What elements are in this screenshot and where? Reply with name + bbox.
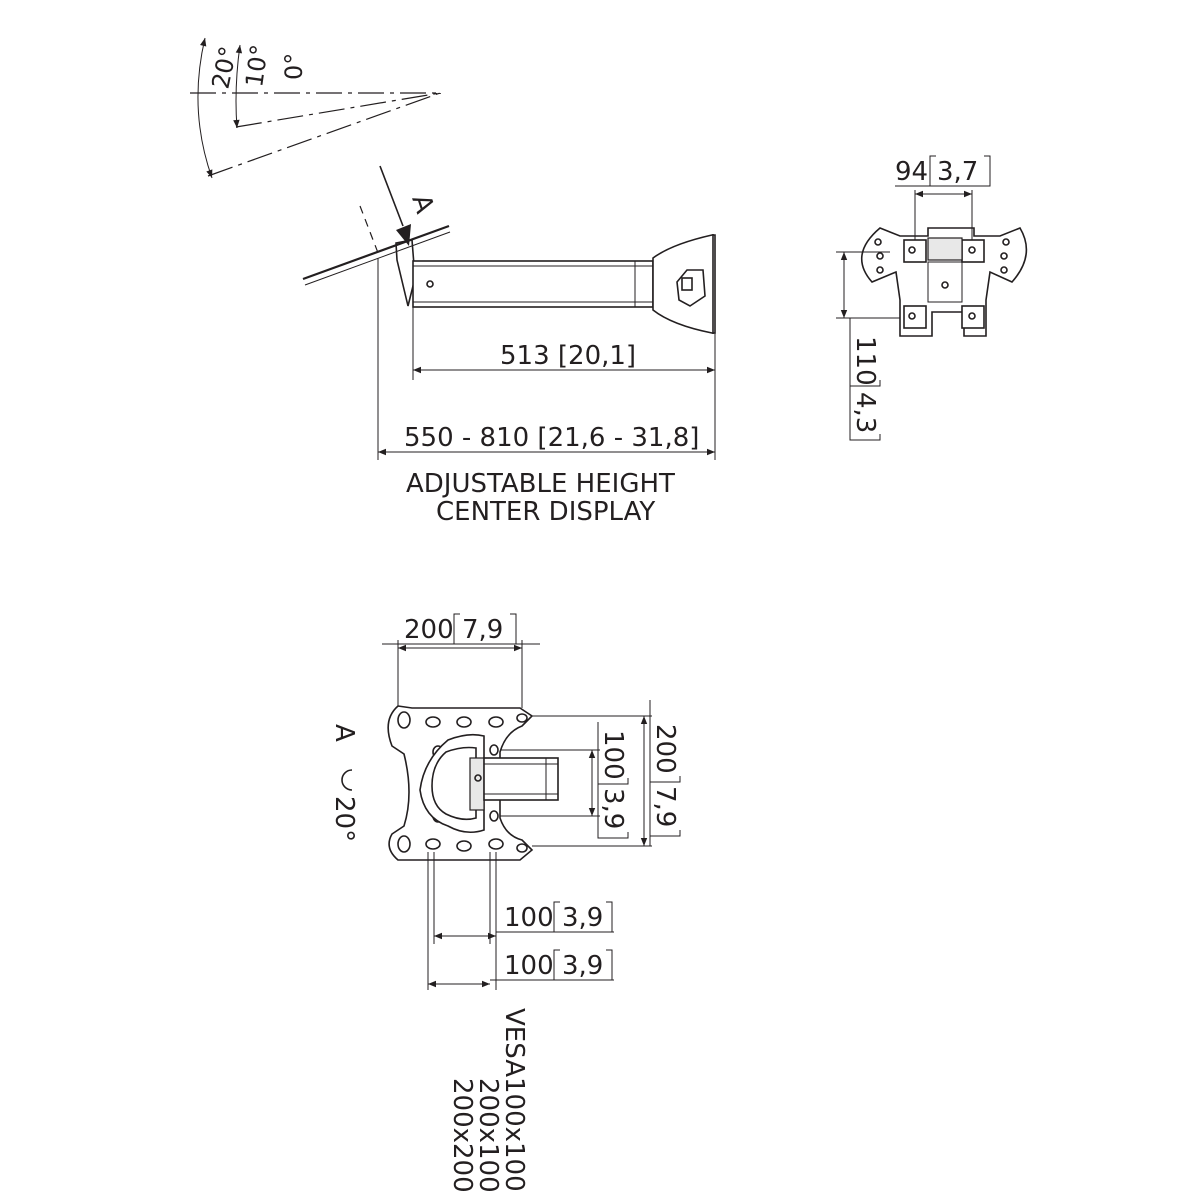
front-width-value: 200 (404, 615, 454, 645)
top-height-bracket: 4,3 (850, 392, 880, 433)
vesa-line-1: VESA100x100 (499, 1008, 529, 1192)
outer-height-value: 200 (650, 724, 680, 774)
view-arrow-label: A (405, 191, 439, 217)
top-height-value: 110 (850, 336, 880, 386)
front-width-bracket: 7,9 (462, 615, 503, 645)
inner-height-bracket: 3,9 (598, 788, 628, 829)
height-range-dimension: 550 - 810 [21,6 - 31,8] (404, 423, 699, 453)
top-width-value: 94 (895, 157, 928, 187)
rotation-arc-icon (341, 769, 353, 791)
tilt-angle-diagram: 0° 10° 20° (190, 37, 441, 179)
angle-label-10: 10° (240, 43, 274, 89)
angle-label-0: 0° (280, 53, 308, 80)
side-view: A 513 [20,1] 550 - 810 [21,6 - 31,8] ADJ… (302, 165, 716, 527)
outer-width-bracket: 3,9 (562, 951, 603, 981)
rotation-angle: 20° (329, 796, 359, 842)
angle-label-20: 20° (206, 44, 242, 91)
outer-height-bracket: 7,9 (650, 786, 680, 827)
front-view: 200 7,9 A 20° 100 3,9 200 7,9 100 (329, 613, 681, 990)
outer-width-value: 100 (504, 951, 554, 981)
inner-width-bracket: 3,9 (562, 903, 603, 933)
inner-height-value: 100 (598, 730, 628, 780)
arm-length-dimension: 513 [20,1] (500, 341, 636, 371)
rotation-letter: A (329, 724, 359, 742)
vesa-line-3: 200x200 (447, 1078, 477, 1193)
top-view: 94 3,7 110 4,3 (836, 155, 1028, 441)
vesa-line-2: 200x100 (473, 1078, 503, 1193)
caption-line-1: ADJUSTABLE HEIGHT (406, 469, 675, 499)
caption-line-2: CENTER DISPLAY (436, 497, 655, 527)
top-width-bracket: 3,7 (937, 157, 978, 187)
vesa-patterns: VESA100x100 200x100 200x200 (447, 1008, 529, 1193)
inner-width-value: 100 (504, 903, 554, 933)
